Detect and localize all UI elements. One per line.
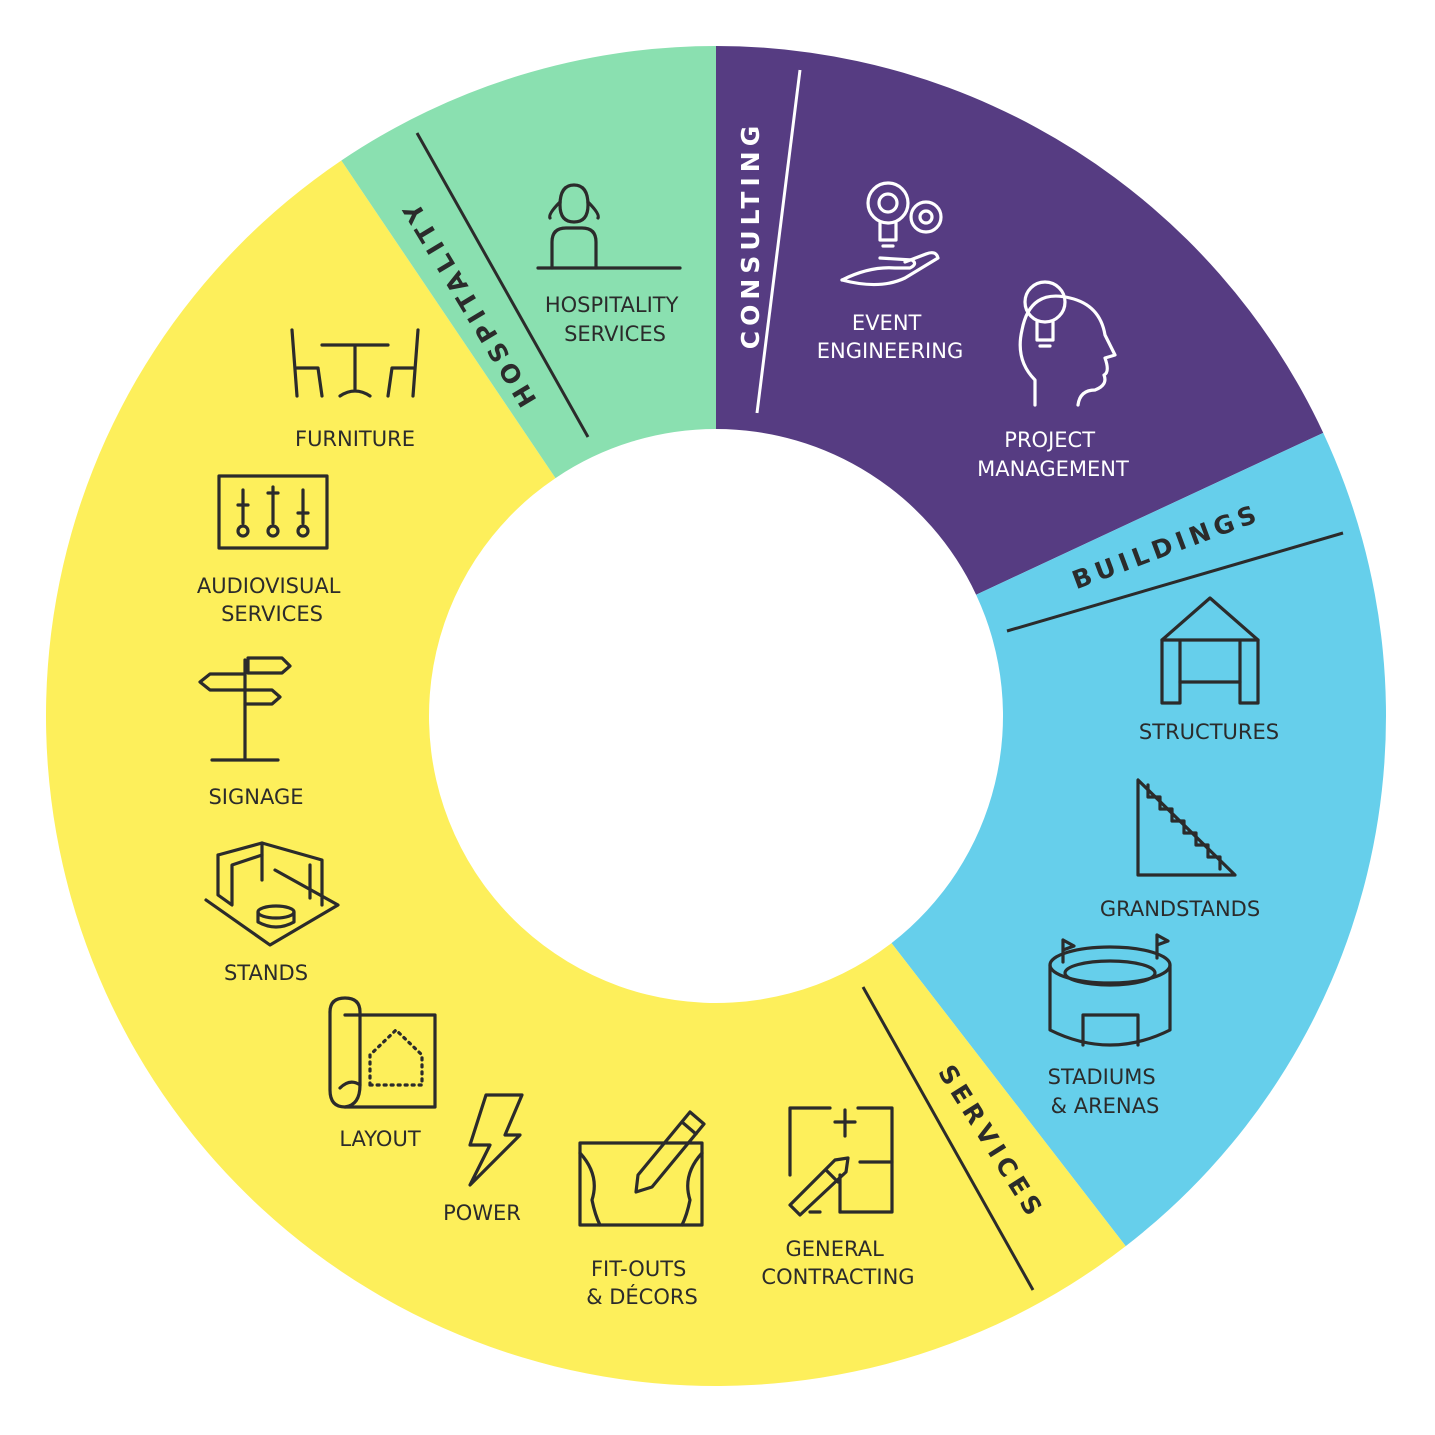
segment-consulting xyxy=(716,46,1324,595)
floorplan-pencil-icon xyxy=(788,1106,894,1217)
signpost-icon xyxy=(198,656,292,762)
item-label-general-contracting: GENERAL CONTRACTING xyxy=(761,1237,914,1289)
exhibition-stand-icon xyxy=(204,841,340,947)
item-label-stands: STANDS xyxy=(224,961,308,985)
stadium-icon xyxy=(1048,933,1172,1047)
services-divider xyxy=(861,986,1035,1291)
item-label-power: POWER xyxy=(443,1201,521,1225)
item-label-layout: LAYOUT xyxy=(339,1127,420,1151)
item-label-audiovisual-services: AUDIOVISUAL SERVICES xyxy=(197,574,347,626)
receptionist-icon xyxy=(536,183,682,270)
item-label-fit-outs-decors: FIT-OUTS & DÉCORS xyxy=(586,1257,698,1309)
item-label-grandstands: GRANDSTANDS xyxy=(1100,897,1260,921)
item-label-structures: STRUCTURES xyxy=(1139,720,1279,744)
item-label-project-management: PROJECT MANAGEMENT xyxy=(977,428,1129,481)
gears-bulb-hand-icon xyxy=(840,181,943,287)
drawing-pencil-icon xyxy=(578,1110,706,1227)
segment-hospitality xyxy=(341,46,716,479)
item-label-furniture: FURNITURE xyxy=(295,427,415,451)
category-title-consulting: CONSULTING xyxy=(736,121,765,349)
item-label-hospitality-services: HOSPITALITY SERVICES xyxy=(545,293,685,346)
grandstand-steps-icon xyxy=(1136,778,1237,877)
lightning-bolt-icon xyxy=(468,1093,524,1187)
item-label-stadiums-arenas: STADIUMS & ARENAS xyxy=(1048,1065,1163,1118)
tent-structure-icon xyxy=(1160,596,1260,705)
mixer-sliders-icon xyxy=(217,474,329,550)
blueprint-scroll-icon xyxy=(328,996,437,1109)
consulting-divider xyxy=(755,69,802,414)
table-chairs-icon xyxy=(290,328,420,398)
head-bulb-icon xyxy=(1018,280,1117,407)
item-label-event-engineering: EVENT ENGINEERING xyxy=(817,311,963,363)
item-label-signage: SIGNAGE xyxy=(208,785,303,809)
buildings-divider xyxy=(1006,531,1344,633)
segment-services xyxy=(45,160,1126,1387)
hospitality-divider xyxy=(415,132,590,438)
